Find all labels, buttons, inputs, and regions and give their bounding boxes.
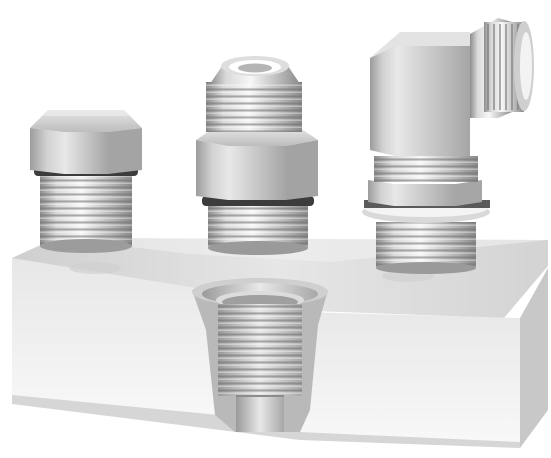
port-cavity <box>192 278 328 432</box>
hex-plug-fitting <box>30 110 142 253</box>
block-front-face-right <box>270 300 520 442</box>
straight-flare-adapter-fitting <box>196 56 318 255</box>
elbow-adapter-fitting <box>362 18 534 274</box>
block-end-face <box>520 268 548 448</box>
elbow-branch-thread <box>484 21 534 112</box>
block-dimple-left <box>69 262 121 274</box>
sectioned-port-block <box>12 238 548 448</box>
